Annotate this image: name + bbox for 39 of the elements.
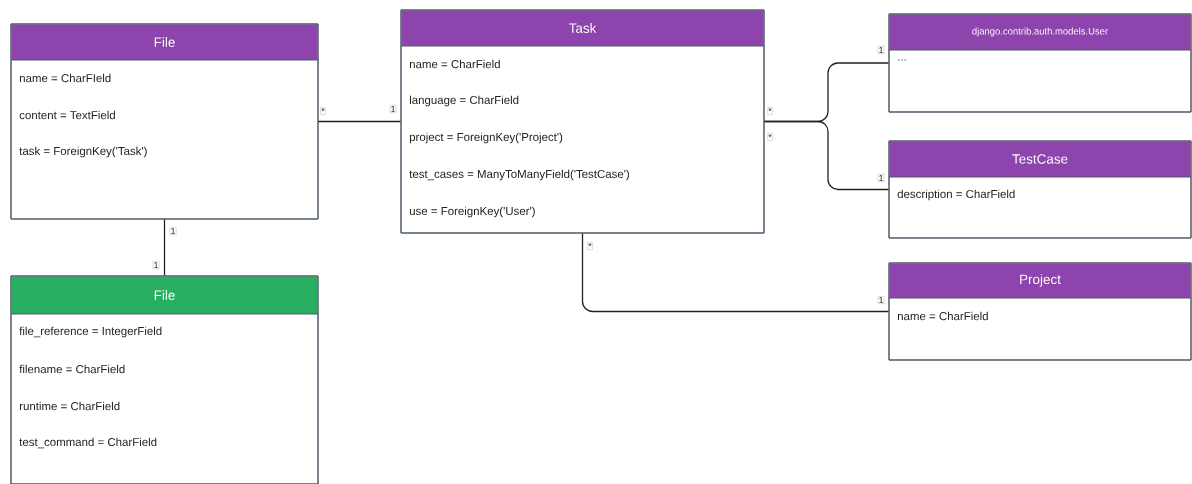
multiplicity-label: 1 xyxy=(877,296,885,304)
class-name: TestCase xyxy=(1012,154,1068,164)
class-name: Task xyxy=(569,23,597,33)
class-box xyxy=(888,262,1192,361)
class-name: File xyxy=(154,37,175,47)
field-text: name = CharField xyxy=(409,59,500,69)
multiplicity-label: * xyxy=(320,107,326,115)
field-text: description = CharField xyxy=(897,189,1015,201)
class-box xyxy=(888,13,1192,113)
class-box xyxy=(10,23,319,220)
class-name: Project xyxy=(1020,274,1061,287)
field-text: file_reference = IntegerField xyxy=(19,326,162,338)
multiplicity-label: * xyxy=(767,107,773,115)
class-name: File xyxy=(154,290,175,300)
field-text: content = TextField xyxy=(19,110,115,120)
class-box xyxy=(888,140,1192,239)
field-text: ... xyxy=(898,59,906,61)
class-name: django.contrib.auth.models.User xyxy=(972,27,1108,37)
connector xyxy=(163,218,166,277)
field-text: test_command = CharField xyxy=(19,437,157,449)
class-box xyxy=(10,275,319,484)
field-text: filename = CharField xyxy=(19,364,125,374)
multiplicity-label: * xyxy=(587,242,593,250)
field-text: test_cases = ManyToManyField('TestCase') xyxy=(409,169,630,181)
connector xyxy=(581,232,890,313)
connector xyxy=(763,120,890,191)
multiplicity-label: 1 xyxy=(169,227,177,235)
multiplicity-label: * xyxy=(767,133,773,141)
field-text: language = CharField xyxy=(409,95,519,107)
multiplicity-label: 1 xyxy=(152,261,160,269)
connector xyxy=(317,120,402,123)
field-text: name = CharFIeld xyxy=(19,73,111,83)
field-text: task = ForeignKey('Task') xyxy=(19,146,147,158)
field-text: name = CharField xyxy=(897,311,988,321)
field-text: project = ForeignKey('Project') xyxy=(409,132,563,144)
class-box xyxy=(400,9,765,234)
field-text: use = ForeignKey('User') xyxy=(409,206,535,218)
multiplicity-label: 1 xyxy=(877,174,885,182)
field-text: runtime = CharField xyxy=(19,401,120,411)
